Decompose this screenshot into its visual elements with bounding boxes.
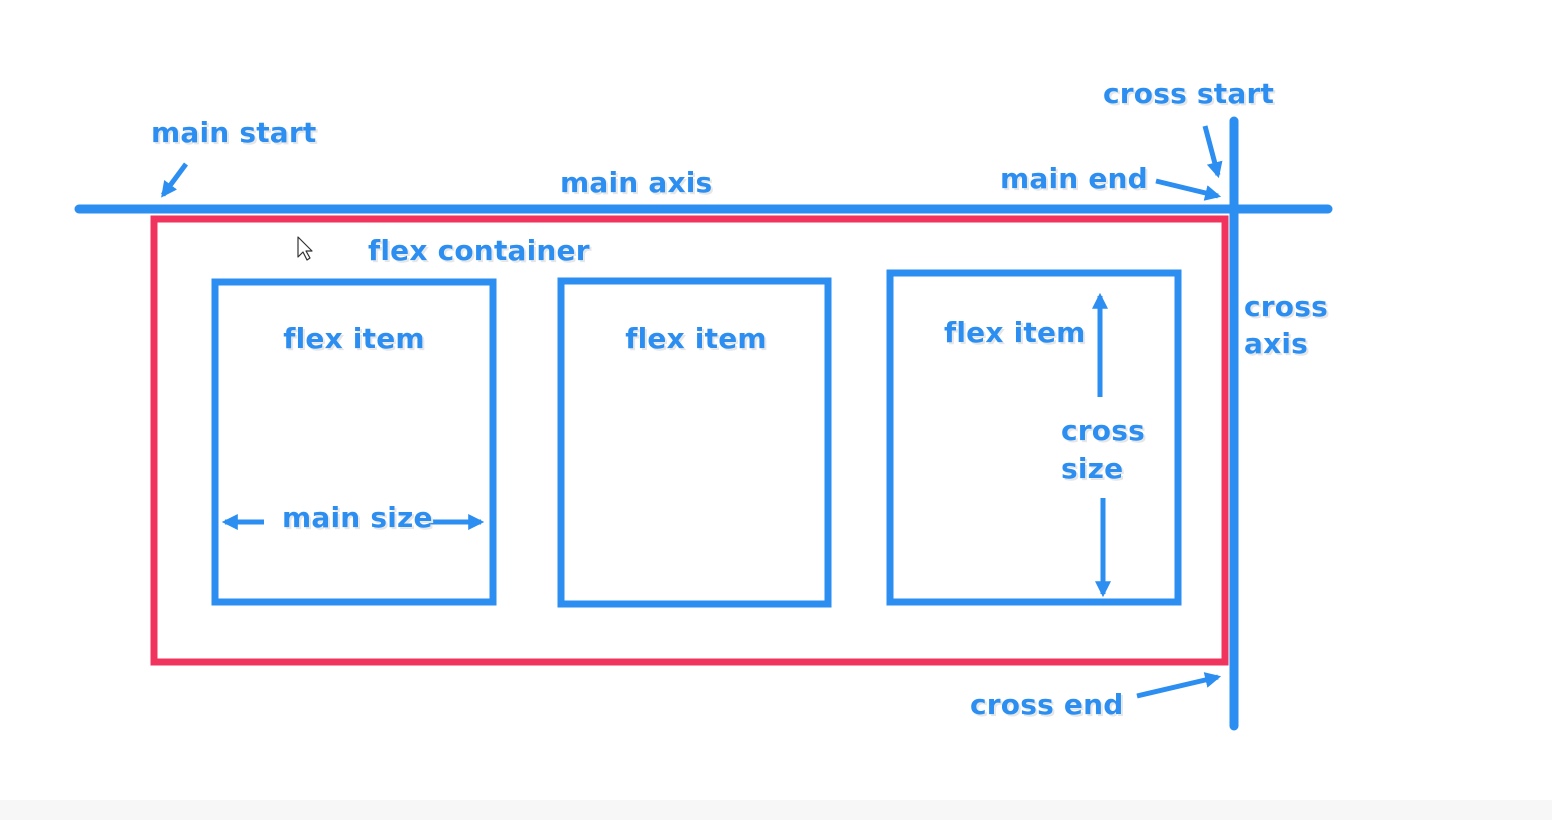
cross-axis-label-line-1: cross bbox=[1244, 290, 1328, 323]
footer-band bbox=[0, 800, 1552, 820]
cross-axis-label-line-2: axis bbox=[1244, 327, 1309, 360]
cross-size-label-line-2: size bbox=[1061, 452, 1124, 485]
main-end-arrow-icon bbox=[1155, 178, 1222, 201]
main-start-arrow-icon bbox=[160, 162, 189, 198]
cross-end-arrow-icon bbox=[1136, 672, 1222, 699]
flex-container-label: flex container bbox=[368, 234, 590, 267]
main-axis-label: main axis bbox=[560, 166, 713, 199]
cross-size-label-line-1: cross bbox=[1061, 414, 1145, 447]
flex-item-box-1 bbox=[211, 278, 497, 606]
main-size-label: main size bbox=[282, 501, 433, 534]
flex-item-box-2 bbox=[557, 277, 832, 608]
flex-item-label-3: flex item bbox=[944, 316, 1086, 349]
flex-container-border bbox=[150, 215, 1229, 666]
main-end-label: main end bbox=[1000, 162, 1148, 195]
mouse-pointer-icon bbox=[297, 236, 313, 261]
cross-start-arrow-icon bbox=[1202, 125, 1223, 179]
flex-item-box-3 bbox=[886, 269, 1182, 606]
cross-end-label: cross end bbox=[970, 688, 1124, 721]
cross-start-label: cross start bbox=[1103, 77, 1275, 110]
flex-item-label-2: flex item bbox=[625, 322, 767, 355]
flex-item-label-1: flex item bbox=[283, 322, 425, 355]
main-start-label: main start bbox=[151, 116, 317, 149]
